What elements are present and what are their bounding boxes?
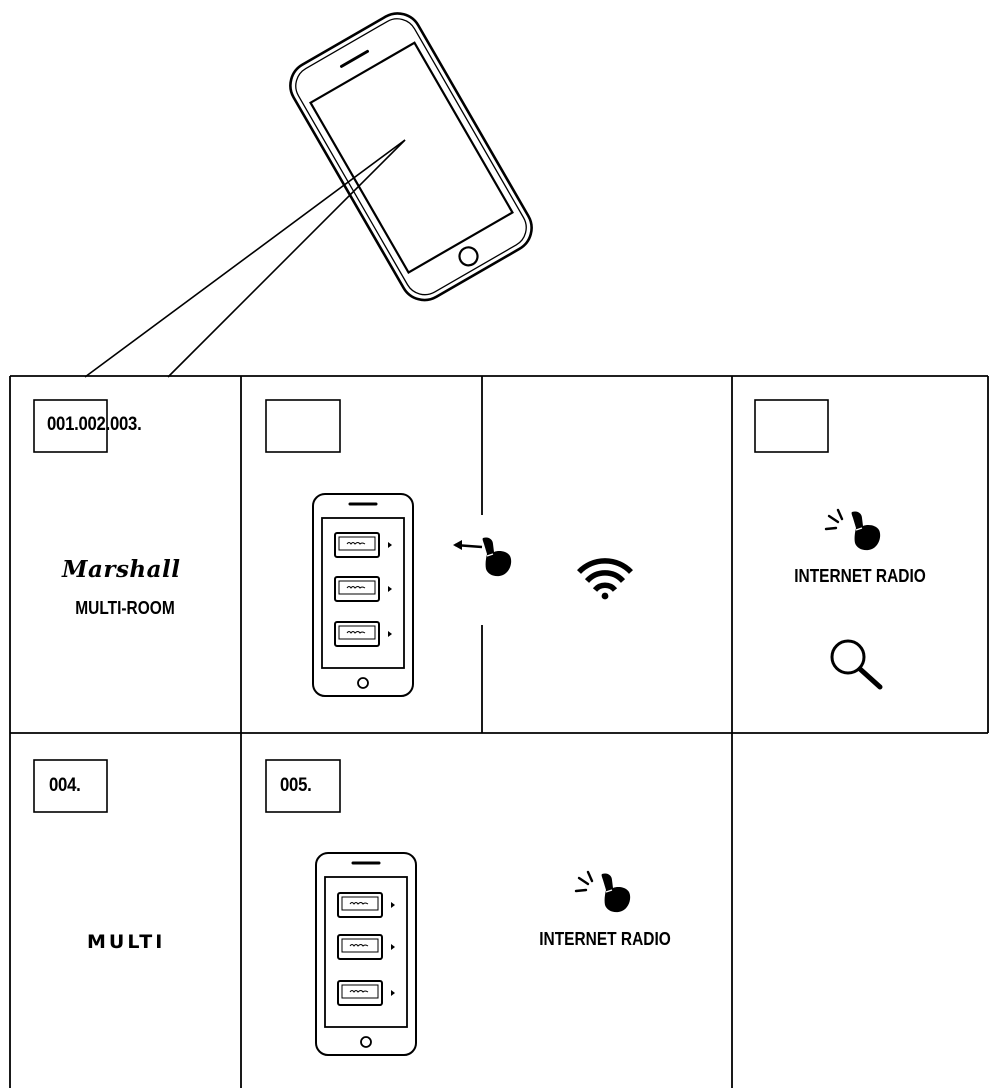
step-label-5: 005. <box>280 775 312 796</box>
wifi-icon <box>577 558 633 600</box>
search-icon <box>830 639 883 690</box>
multi-room-label: MULTI-ROOM <box>75 598 175 618</box>
multi-label: MULTI <box>87 931 166 953</box>
swipe-left-hand-icon <box>453 536 512 577</box>
app-phone-icon-2 <box>315 852 417 1056</box>
step-box-4 <box>33 759 108 813</box>
step-box-3 <box>754 399 829 453</box>
app-phone-icon <box>312 493 414 697</box>
step-box-2 <box>265 399 341 453</box>
step-label-1-3: 001.002.003. <box>47 414 142 435</box>
internet-radio-label: INTERNET RADIO <box>794 566 926 586</box>
step-label-4: 004. <box>49 775 81 796</box>
large-phone-icon <box>289 12 533 302</box>
step-box-5 <box>265 759 341 813</box>
marshall-logo: Marshall <box>62 556 181 583</box>
tap-hand-icon <box>824 508 881 551</box>
panel-grid <box>9 375 989 1088</box>
step-box-1 <box>33 399 108 453</box>
internet-radio-label-2: INTERNET RADIO <box>539 929 671 949</box>
tap-hand-icon-2 <box>574 870 631 913</box>
callout-pointer <box>84 139 406 378</box>
